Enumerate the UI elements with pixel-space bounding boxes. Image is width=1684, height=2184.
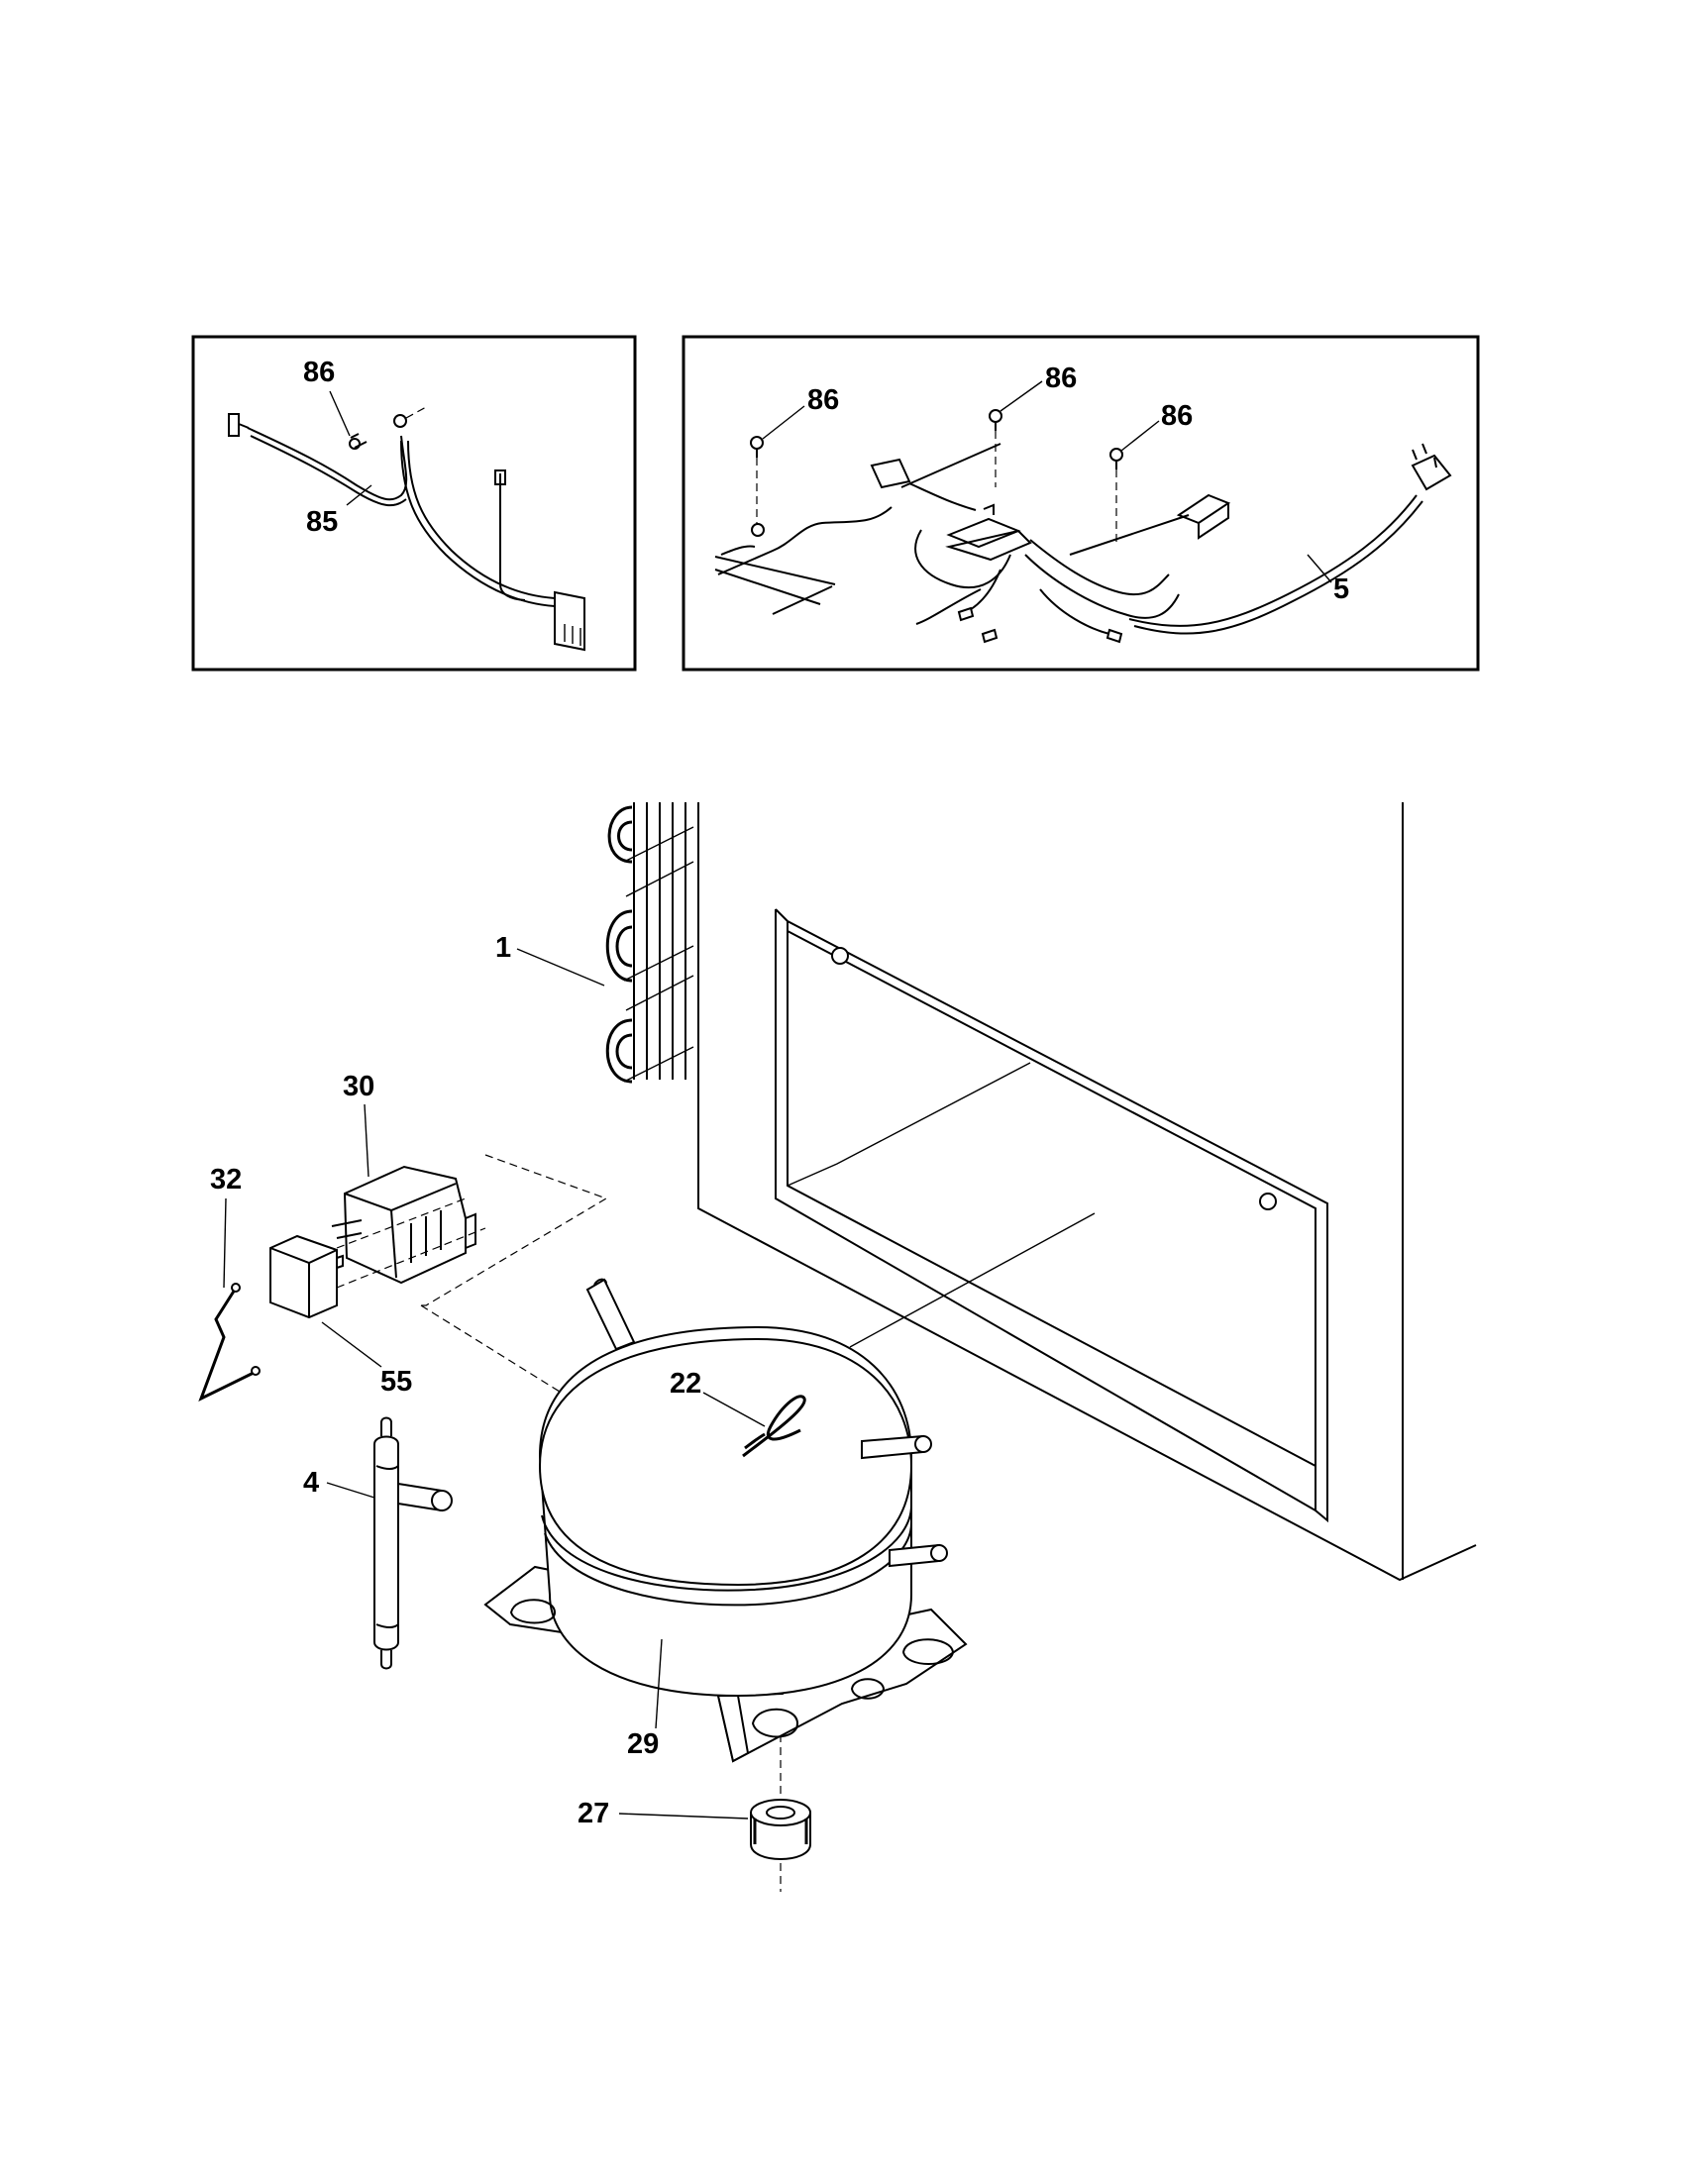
svg-text:27: 27: [578, 1798, 609, 1829]
callout-30: 30: [343, 1071, 374, 1178]
inset-right-frame: [682, 335, 1480, 672]
svg-text:86: 86: [1045, 363, 1077, 394]
callout-32: 32: [210, 1164, 242, 1289]
callout-86-r1: 86: [762, 384, 839, 440]
svg-text:22: 22: [670, 1368, 701, 1400]
cabinet: [697, 802, 1477, 1582]
clip-22: [742, 1395, 806, 1458]
callout-22: 22: [670, 1368, 766, 1427]
relay-30: [331, 1165, 476, 1285]
grommet-27: [750, 1799, 811, 1860]
screw-86-a: [750, 436, 764, 527]
svg-text:86: 86: [1161, 400, 1193, 432]
callout-86-left: 86: [303, 357, 351, 437]
wire-32: [198, 1283, 261, 1403]
compressor-29: [483, 1278, 968, 1763]
svg-text:5: 5: [1333, 573, 1349, 605]
svg-text:86: 86: [807, 384, 839, 416]
callout-5: 5: [1307, 554, 1349, 605]
callout-1: 1: [495, 932, 605, 987]
inset-left-frame: [191, 335, 637, 672]
screw-86-b: [989, 409, 1002, 487]
svg-text:55: 55: [380, 1366, 412, 1398]
svg-text:1: 1: [495, 932, 511, 964]
svg-text:30: 30: [343, 1071, 374, 1102]
power-cord-5: [714, 409, 1452, 644]
callout-85: 85: [306, 484, 372, 538]
screw-86-c: [1109, 448, 1123, 543]
start-device-55: [269, 1234, 344, 1319]
svg-text:32: 32: [210, 1164, 242, 1196]
drier-4: [373, 1416, 453, 1670]
svg-text:4: 4: [303, 1467, 319, 1499]
svg-text:85: 85: [306, 506, 338, 538]
callout-29: 29: [627, 1638, 663, 1760]
svg-text:86: 86: [303, 357, 335, 388]
callout-55: 55: [321, 1321, 412, 1398]
svg-text:29: 29: [627, 1728, 659, 1760]
callout-86-r3: 86: [1120, 400, 1193, 452]
callout-4: 4: [303, 1467, 375, 1499]
condenser-coil: [605, 802, 694, 1084]
callout-27: 27: [578, 1798, 749, 1829]
callout-86-r2: 86: [1000, 363, 1077, 412]
harness-85: [228, 405, 585, 652]
